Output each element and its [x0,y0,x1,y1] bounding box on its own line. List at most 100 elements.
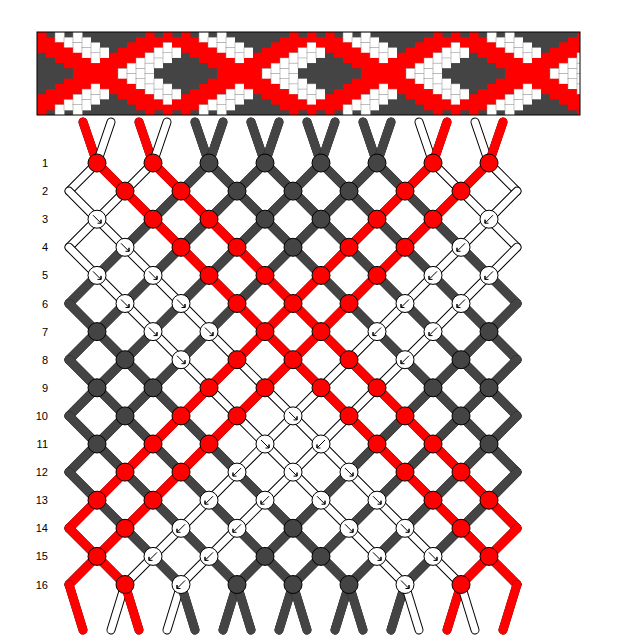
preview-cell [307,94,317,105]
preview-cell [496,89,506,100]
preview-cell [559,94,569,105]
knot-arrow-head [177,529,181,533]
preview-cell [460,99,470,110]
knot [228,351,246,369]
preview-cell [55,32,65,43]
knot-arrow-head [457,304,461,308]
preview-cell [55,42,65,53]
knot [200,323,218,341]
knot-arrow-head [126,248,130,252]
preview-cell [262,58,272,69]
preview-cell [127,32,137,43]
knot [340,295,358,313]
preview-cell [550,58,560,69]
preview-cell [100,58,110,69]
strand [69,585,83,631]
row-number: 13 [28,494,48,506]
preview-cell [343,32,353,43]
preview-cell [316,99,326,110]
strand-outline [503,585,517,631]
knot [200,210,218,228]
knot-arrow [177,524,185,532]
knot-arrow [93,271,101,279]
preview-cell [172,99,182,110]
preview-cell [487,94,497,105]
preview-cell [190,68,200,79]
preview-cell [532,89,542,100]
preview-cell [352,79,362,90]
preview-cell [145,84,155,95]
preview-cell [73,105,83,115]
preview-cell [541,63,551,74]
knot-arrow-head [485,276,489,280]
preview-cell [388,89,398,100]
preview-cell [163,53,173,64]
preview-cell [433,74,443,85]
preview-cell [496,58,506,69]
preview-cell [469,32,479,43]
preview-cell [91,94,101,105]
preview-cell [271,94,281,105]
preview-cell [127,84,137,95]
preview-cell [82,99,92,110]
preview-cell [550,48,560,59]
preview-cell [478,99,488,110]
preview-cell [73,32,83,43]
preview-cell [91,63,101,74]
preview-cell [505,53,515,64]
knot-arrow [93,215,101,223]
knot [200,379,218,397]
preview-cell [424,79,434,90]
knot [284,351,302,369]
preview-cell [469,84,479,95]
preview-cell [289,94,299,105]
knot-arrow-head [233,529,237,533]
preview-cell [145,105,155,115]
knot [172,295,190,313]
preview-cell [541,94,551,105]
preview-cell [370,58,380,69]
preview-cell [136,68,146,79]
preview-cell [460,68,470,79]
preview-cell [514,68,524,79]
preview-cell [541,84,551,95]
preview-cell [460,89,470,100]
knot [452,182,470,200]
preview-cell [451,63,461,74]
preview-cell [181,63,191,74]
preview-cell [154,89,164,100]
knot [200,154,218,172]
preview-cell [352,37,362,48]
preview-cell [352,48,362,59]
preview-cell [199,74,209,85]
preview-cell [262,37,272,48]
preview-cell [343,63,353,74]
knot [228,519,246,537]
preview-cell [469,53,479,64]
preview-cell [406,37,416,48]
knot [340,576,358,594]
preview-cell [172,58,182,69]
preview-cell [172,48,182,59]
preview-cell [172,68,182,79]
knot-arrow-head [317,445,321,449]
preview-cell [487,105,497,115]
preview-cell [433,32,443,43]
knot-arrow-head [126,304,130,308]
knot [396,407,414,425]
knot [480,379,498,397]
preview-cell [361,32,371,43]
preview-cell [532,79,542,90]
knot [88,154,106,172]
preview-cell [487,84,497,95]
knot-arrow-head [98,276,102,280]
strand [503,585,517,631]
preview-cell [361,105,371,115]
preview-cell [370,89,380,100]
preview-cell [379,42,389,53]
preview-cell [379,84,389,95]
preview-cell [370,37,380,48]
knot-arrow [373,328,381,336]
preview-cell [298,48,308,59]
knot-arrow-head [378,557,382,561]
